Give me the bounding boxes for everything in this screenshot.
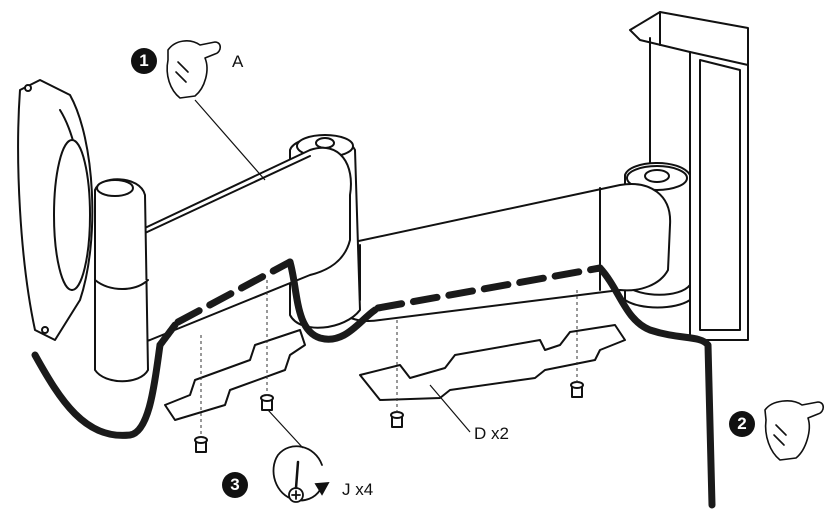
step-1-part-label: A [232,52,244,71]
screw-rotate-icon [272,445,330,503]
step-3-part-label: J x4 [342,480,374,499]
tilt-head [94,178,149,383]
hand-pull-icon [166,40,222,99]
screw [194,436,208,453]
hand-insert-icon [764,400,825,461]
step-1-badge: 1 [131,48,157,74]
step-3-badge: 3 [222,472,248,498]
cover-plate-left [164,329,306,421]
wall-column [629,11,749,341]
screw [390,411,404,428]
screw [570,381,584,398]
screw [260,394,274,411]
step-2-badge: 2 [729,411,755,437]
cable [31,258,716,509]
cover-plate-right [359,324,626,401]
cover-plate-part-label: D x2 [474,424,509,443]
vesa-plate [17,79,94,341]
